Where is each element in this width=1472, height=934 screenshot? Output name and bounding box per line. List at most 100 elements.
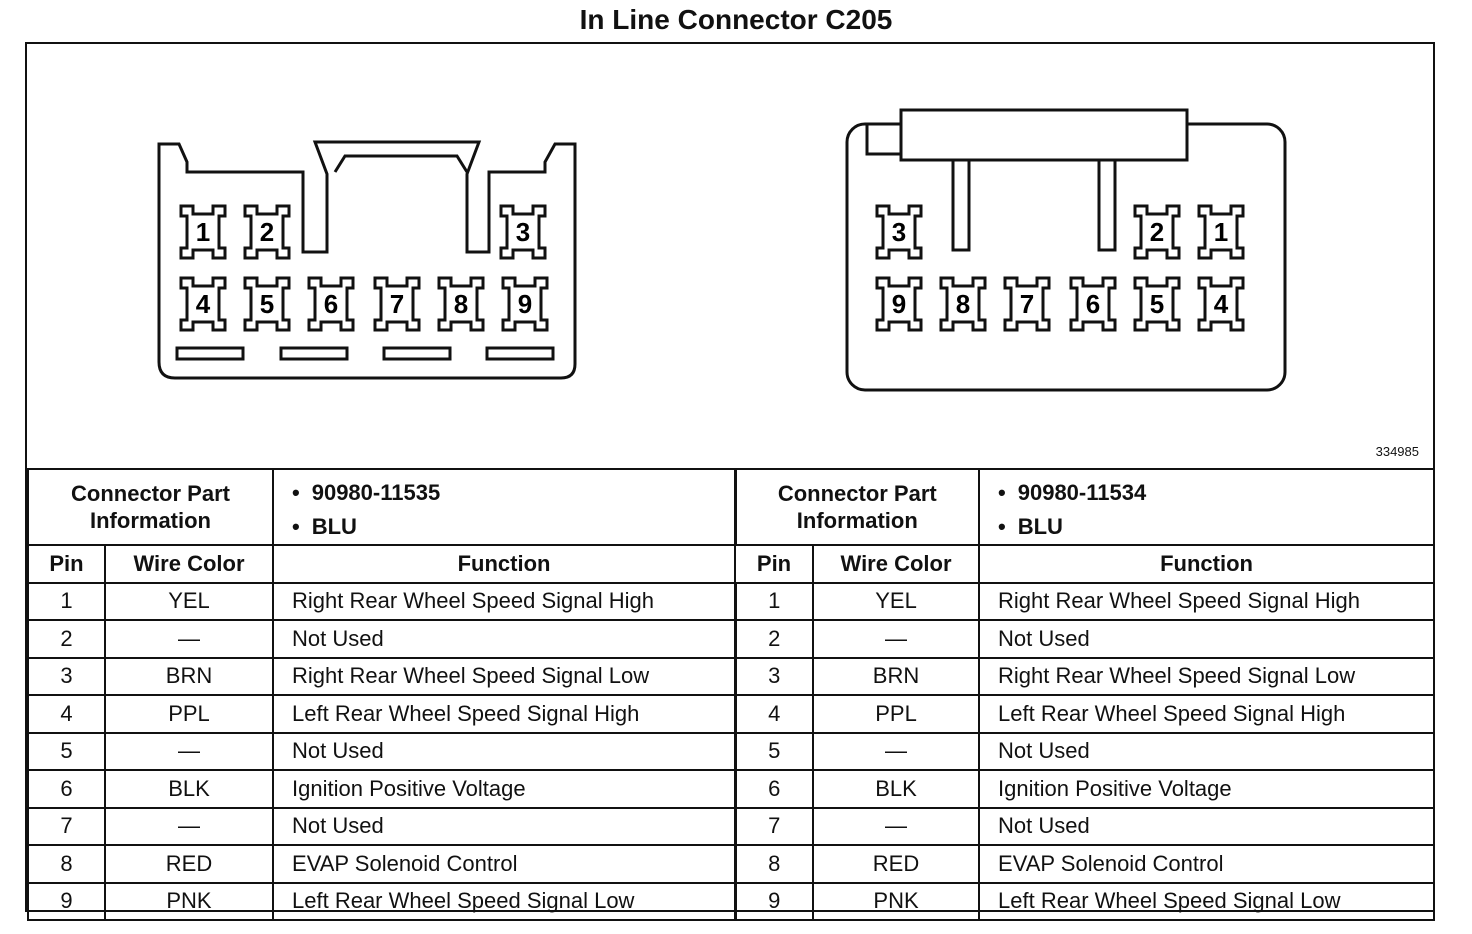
right-function-cell: Right Rear Wheel Speed Signal High — [978, 581, 1436, 621]
left-function-cell: Left Rear Wheel Speed Signal Low — [272, 881, 737, 921]
right-pin-cell: 4 — [733, 694, 815, 734]
right-part-info-label: Connector Part Information — [733, 468, 981, 546]
right-pin-cell: 3 — [733, 656, 815, 696]
pin-label: 5 — [1150, 289, 1164, 319]
left-function-cell: Left Rear Wheel Speed Signal High — [272, 694, 737, 734]
right-terminal: 7 — [1003, 276, 1051, 332]
left-terminal: 7 — [373, 276, 421, 332]
left-pin-cell: 9 — [27, 881, 106, 921]
left-terminal: 3 — [499, 204, 547, 260]
right-terminal: 2 — [1133, 204, 1181, 260]
right-wire-cell: PNK — [812, 881, 981, 921]
right-pin-cell: 5 — [733, 731, 815, 771]
right-function-cell: Left Rear Wheel Speed Signal Low — [978, 881, 1436, 921]
left-pin-cell: 4 — [27, 694, 106, 734]
left-terminal: 5 — [243, 276, 291, 332]
left-terminal: 4 — [179, 276, 227, 332]
pin-label: 9 — [892, 289, 906, 319]
left-pin-cell: 7 — [27, 806, 106, 846]
right-function-cell: EVAP Solenoid Control — [978, 844, 1436, 884]
right-function-cell: Ignition Positive Voltage — [978, 769, 1436, 809]
left-part-info-label: Connector Part Information — [26, 468, 275, 546]
right-wire-cell: BLK — [812, 769, 981, 809]
right-terminal: 4 — [1197, 276, 1245, 332]
pin-label: 2 — [1150, 217, 1164, 247]
pin-label: 5 — [260, 289, 274, 319]
left-wire-cell: BRN — [103, 656, 275, 696]
left-terminal: 2 — [243, 204, 291, 260]
pin-label: 7 — [1020, 289, 1034, 319]
right-part-color: BLU — [1018, 510, 1433, 544]
left-wire-cell: BLK — [103, 769, 275, 809]
left-pin-cell: 8 — [27, 844, 106, 884]
left-function-cell: Not Used — [272, 731, 737, 771]
right-wire-cell: BRN — [812, 656, 981, 696]
left-function-cell: Right Rear Wheel Speed Signal High — [272, 581, 737, 621]
right-pin-cell: 2 — [733, 619, 815, 659]
right-function-cell: Right Rear Wheel Speed Signal Low — [978, 656, 1436, 696]
left-part-info-line-1: Connector Part — [71, 481, 230, 506]
left-connector-face — [157, 140, 577, 380]
right-pin-cell: 6 — [733, 769, 815, 809]
right-part-info-line-1: Connector Part — [777, 481, 937, 506]
pin-label: 9 — [518, 289, 532, 319]
left-wire-cell: YEL — [103, 581, 275, 621]
right-function-cell: Not Used — [978, 806, 1436, 846]
left-wire-cell: — — [103, 731, 275, 771]
right-wire-cell: — — [812, 806, 981, 846]
left-terminal: 1 — [179, 204, 227, 260]
left-terminal: 6 — [307, 276, 355, 332]
header-row: Pin Wire Color Function Pin Wire Color F… — [27, 544, 1436, 584]
right-wire-cell: RED — [812, 844, 981, 884]
left-header-function: Function — [272, 544, 737, 584]
right-terminal: 9 — [875, 276, 923, 332]
pin-label: 8 — [956, 289, 970, 319]
left-header-wire: Wire Color — [103, 544, 275, 584]
pin-label: 3 — [892, 217, 906, 247]
left-wire-cell: PPL — [103, 694, 275, 734]
right-connector-pins: 3 2 1 9 8 7 6 5 4 — [875, 204, 1245, 332]
page-title: In Line Connector C205 — [579, 4, 893, 35]
right-terminal: 1 — [1197, 204, 1245, 260]
right-part-info-line-2: Information — [796, 508, 918, 533]
left-wire-cell: RED — [103, 844, 275, 884]
right-header-function: Function — [978, 544, 1436, 584]
left-pin-cell: 1 — [27, 581, 106, 621]
left-function-cell: Ignition Positive Voltage — [272, 769, 737, 809]
pin-label: 3 — [516, 217, 530, 247]
left-pin-cell: 2 — [27, 619, 106, 659]
right-part-bullets: 90980-11534 BLU — [978, 468, 1436, 546]
right-pin-cell: 1 — [733, 581, 815, 621]
left-function-cell: Not Used — [272, 806, 737, 846]
left-wire-cell: PNK — [103, 881, 275, 921]
left-function-cell: Right Rear Wheel Speed Signal Low — [272, 656, 737, 696]
right-part-number: 90980-11534 — [1018, 476, 1433, 510]
left-function-cell: Not Used — [272, 619, 737, 659]
right-wire-cell: — — [812, 731, 981, 771]
pin-label: 6 — [324, 289, 338, 319]
right-function-cell: Not Used — [978, 731, 1436, 771]
left-part-number: 90980-11535 — [312, 476, 734, 510]
left-terminal: 9 — [501, 276, 549, 332]
pin-label: 8 — [454, 289, 468, 319]
pin-label: 6 — [1086, 289, 1100, 319]
pin-label: 4 — [196, 289, 211, 319]
right-terminal: 8 — [939, 276, 987, 332]
right-header-pin: Pin — [734, 544, 815, 584]
right-wire-cell: PPL — [812, 694, 981, 734]
left-terminal: 8 — [437, 276, 485, 332]
left-part-bullets: 90980-11535 BLU — [272, 468, 737, 546]
right-terminal: 3 — [875, 204, 923, 260]
right-function-cell: Left Rear Wheel Speed Signal High — [978, 694, 1436, 734]
